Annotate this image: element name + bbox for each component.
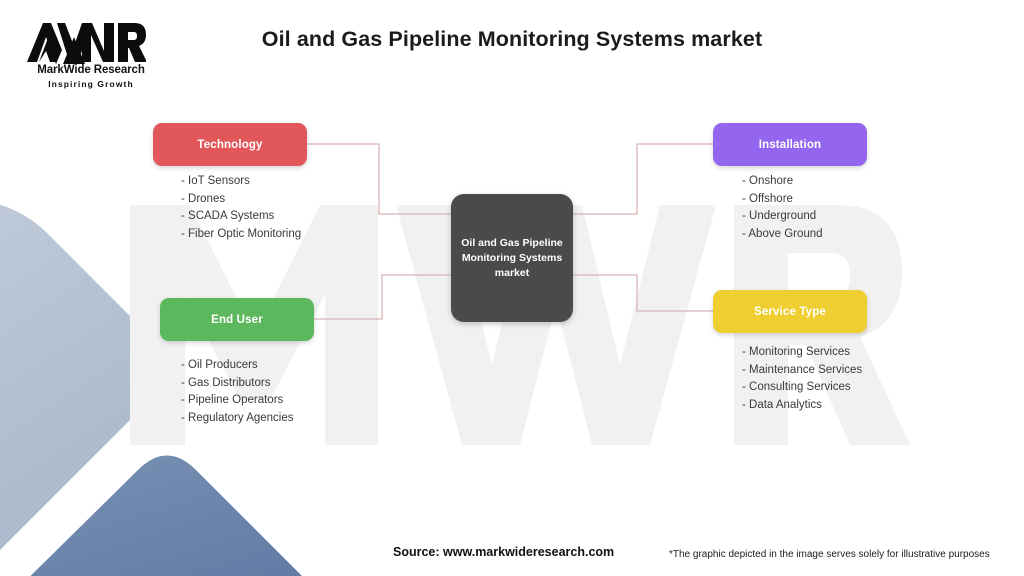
list-item: - Gas Distributors xyxy=(181,376,271,389)
list-item: - Above Ground xyxy=(742,227,823,240)
connector-installation xyxy=(573,143,713,215)
list-item: - Regulatory Agencies xyxy=(181,411,294,424)
list-item: - Data Analytics xyxy=(742,398,822,411)
connector-service-type xyxy=(573,274,713,312)
list-item: - SCADA Systems xyxy=(181,210,275,223)
connector-technology xyxy=(307,143,451,215)
list-item: - Monitoring Services xyxy=(742,346,851,358)
branch-box-service-type[interactable]: Service Type xyxy=(713,290,867,333)
list-item: - Pipeline Operators xyxy=(181,394,284,407)
branch-list-installation: - Onshore - Offshore - Underground - Abo… xyxy=(742,173,823,243)
logo-mark-mwr xyxy=(27,23,146,64)
source-note: Source: www.markwideresearch.com xyxy=(393,545,615,559)
center-node-label: Oil and Gas Pipeline Monitoring Systems … xyxy=(453,236,571,281)
branch-list-service-type: - Monitoring Services - Maintenance Serv… xyxy=(742,344,862,414)
branch-title-technology: Technology xyxy=(197,138,263,151)
list-item: - Maintenance Services xyxy=(742,363,863,376)
list-item: - Oil Producers xyxy=(181,359,258,371)
disclaimer-note: *The graphic depicted in the image serve… xyxy=(669,549,990,560)
branch-box-installation[interactable]: Installation xyxy=(713,123,867,166)
center-node-line-2: Monitoring Systems xyxy=(461,251,563,264)
branch-title-installation: Installation xyxy=(758,138,822,151)
branch-list-end-user: - Oil Producers - Gas Distributors - Pip… xyxy=(181,357,294,427)
logo-company-name: MarkWide Research xyxy=(37,64,145,76)
center-node-line-1: Oil and Gas Pipeline xyxy=(461,236,563,249)
branch-list-technology: - IoT Sensors - Drones - SCADA Systems -… xyxy=(181,173,301,243)
list-item: - Onshore xyxy=(742,175,794,187)
center-node-line-3: market xyxy=(494,266,530,279)
list-item: - Underground xyxy=(742,210,817,223)
branch-box-end-user[interactable]: End User xyxy=(160,298,314,341)
logo-tagline: Inspiring Growth xyxy=(48,79,134,89)
list-item: - Fiber Optic Monitoring xyxy=(181,227,302,240)
branch-title-end-user: End User xyxy=(211,313,263,326)
branch-title-service-type: Service Type xyxy=(754,305,826,318)
connector-end-user xyxy=(314,274,451,320)
center-node[interactable]: Oil and Gas Pipeline Monitoring Systems … xyxy=(451,194,573,322)
branch-box-technology[interactable]: Technology xyxy=(153,123,307,166)
list-item: - Consulting Services xyxy=(742,381,851,394)
list-item: - IoT Sensors xyxy=(181,175,250,187)
brand-logo: MarkWide Research Inspiring Growth xyxy=(16,20,206,92)
list-item: - Offshore xyxy=(742,192,793,205)
page-title: Oil and Gas Pipeline Monitoring Systems … xyxy=(261,27,763,51)
list-item: - Drones xyxy=(181,192,226,205)
